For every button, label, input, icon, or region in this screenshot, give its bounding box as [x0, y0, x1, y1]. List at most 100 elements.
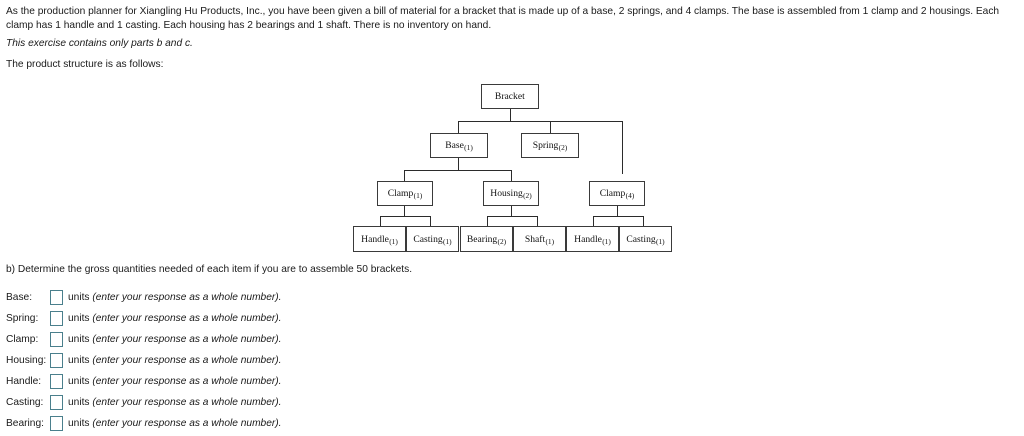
answer-label-base: Base: [6, 292, 33, 303]
answer-hint: (enter your response as a whole number). [92, 334, 282, 345]
answer-label-handle: Handle: [6, 376, 42, 387]
answer-hint: (enter your response as a whole number). [92, 313, 282, 324]
exercise-scope-note: This exercise contains only parts b and … [6, 38, 193, 49]
answer-hint: (enter your response as a whole number). [92, 397, 282, 408]
problem-statement: As the production planner for Xiangling … [6, 6, 1000, 31]
tree-node-housing: Housing(2) [483, 181, 539, 206]
answer-row-spring: Spring: units (enter your response as a … [6, 310, 406, 331]
tree-node-label: Bracket [494, 91, 525, 102]
connector-housing-down [511, 206, 512, 216]
tree-node-handle-1: Handle(1) [353, 226, 406, 252]
tree-node-clamp-4: Clamp(4) [589, 181, 645, 206]
connector-housing-bus [487, 216, 538, 217]
answer-label-casting: Casting: [6, 397, 44, 408]
tree-node-label: Bearing [466, 233, 498, 245]
connector-clamp4-bus [593, 216, 644, 217]
tree-node-casting-1: Casting(1) [406, 226, 459, 252]
answer-label-bearing: Bearing: [6, 418, 44, 429]
answer-units-handle: units (enter your response as a whole nu… [68, 376, 282, 387]
connector-bracket-down [510, 109, 511, 121]
connector-to-handle1 [380, 216, 381, 226]
tree-node-qty: (1) [443, 236, 452, 246]
connector-clamp4-down [617, 206, 618, 216]
connector-clamp1-bus [380, 216, 431, 217]
units-word: units [68, 334, 90, 345]
tree-node-qty: (2) [523, 191, 532, 200]
answer-label-spring: Spring: [6, 313, 39, 324]
tree-node-qty: (1) [545, 236, 555, 246]
answer-hint: (enter your response as a whole number). [92, 418, 282, 429]
answer-hint: (enter your response as a whole number). [92, 292, 282, 303]
units-word: units [68, 313, 90, 324]
question-b-text: b) Determine the gross quantities needed… [6, 264, 413, 275]
tree-node-shaft: Shaft(1) [513, 226, 566, 252]
tree-node-label: Spring [532, 140, 559, 151]
answer-units-casting: units (enter your response as a whole nu… [68, 397, 282, 408]
answer-row-handle: Handle: units (enter your response as a … [6, 373, 406, 394]
answer-hint: (enter your response as a whole number). [92, 355, 282, 366]
units-word: units [68, 376, 90, 387]
connector-to-handle2 [593, 216, 594, 226]
tree-node-handle-2: Handle(1) [566, 226, 619, 252]
tree-node-label: Clamp [599, 188, 626, 199]
connector-to-clamp4 [622, 121, 623, 174]
answer-row-bearing: Bearing: units (enter your response as a… [6, 415, 406, 436]
product-structure-intro: The product structure is as follows: [6, 59, 164, 70]
answer-units-housing: units (enter your response as a whole nu… [68, 355, 282, 366]
answer-hint: (enter your response as a whole number). [92, 376, 282, 387]
connector-to-clamp1 [404, 170, 405, 182]
answer-units-clamp: units (enter your response as a whole nu… [68, 334, 282, 345]
answer-input-casting[interactable] [50, 395, 63, 410]
answer-input-clamp[interactable] [50, 332, 63, 347]
connector-to-bearing [487, 216, 488, 226]
tree-node-label: Base [445, 140, 464, 151]
answer-row-clamp: Clamp: units (enter your response as a w… [6, 331, 406, 352]
tree-node-qty: (1) [602, 236, 611, 246]
tree-node-label: Shaft [524, 233, 546, 245]
answer-label-housing: Housing: [6, 355, 47, 366]
connector-to-shaft [537, 216, 538, 226]
answer-units-base: units (enter your response as a whole nu… [68, 292, 282, 303]
answer-row-base: Base: units (enter your response as a wh… [6, 289, 406, 310]
tree-node-label: Handle [574, 233, 602, 245]
tree-node-casting-2: Casting(1) [619, 226, 672, 252]
connector-base-down [458, 158, 459, 170]
tree-node-qty: (4) [625, 191, 635, 200]
answer-label-clamp: Clamp: [6, 334, 39, 345]
answer-input-spring[interactable] [50, 311, 63, 326]
tree-node-label: Casting [626, 233, 656, 245]
connector-to-spring [550, 121, 551, 133]
units-word: units [68, 355, 90, 366]
units-word: units [68, 292, 90, 303]
tree-node-label: Handle [361, 233, 389, 245]
tree-node-bearing: Bearing(2) [460, 226, 513, 252]
answer-row-casting: Casting: units (enter your response as a… [6, 394, 406, 415]
tree-node-label: Housing [490, 188, 523, 199]
product-structure-tree: Bracket Base(1) Spring(2) Clamp(1) Housi… [353, 84, 672, 252]
tree-node-qty: (1) [656, 236, 665, 246]
tree-node-label: Casting [413, 233, 443, 245]
tree-node-qty: (1) [413, 191, 423, 200]
connector-bracket-bus [458, 121, 623, 122]
tree-node-spring: Spring(2) [521, 133, 579, 158]
tree-node-base: Base(1) [430, 133, 488, 158]
connector-to-casting2 [643, 216, 644, 226]
answer-list: Base: units (enter your response as a wh… [6, 289, 406, 436]
connector-clamp1-down [404, 206, 405, 216]
answer-input-base[interactable] [50, 290, 63, 305]
answer-input-handle[interactable] [50, 374, 63, 389]
tree-node-qty: (1) [464, 143, 473, 152]
answer-input-housing[interactable] [50, 353, 63, 368]
answer-units-bearing: units (enter your response as a whole nu… [68, 418, 282, 429]
tree-node-qty: (2) [497, 236, 507, 246]
answer-units-spring: units (enter your response as a whole nu… [68, 313, 282, 324]
units-word: units [68, 418, 90, 429]
tree-node-qty: (2) [558, 143, 568, 152]
answer-row-housing: Housing: units (enter your response as a… [6, 352, 406, 373]
connector-base-bus [404, 170, 512, 171]
tree-node-bracket: Bracket [481, 84, 539, 109]
units-word: units [68, 397, 90, 408]
connector-to-base [458, 121, 459, 133]
connector-to-casting1 [430, 216, 431, 226]
tree-node-qty: (1) [389, 236, 398, 246]
